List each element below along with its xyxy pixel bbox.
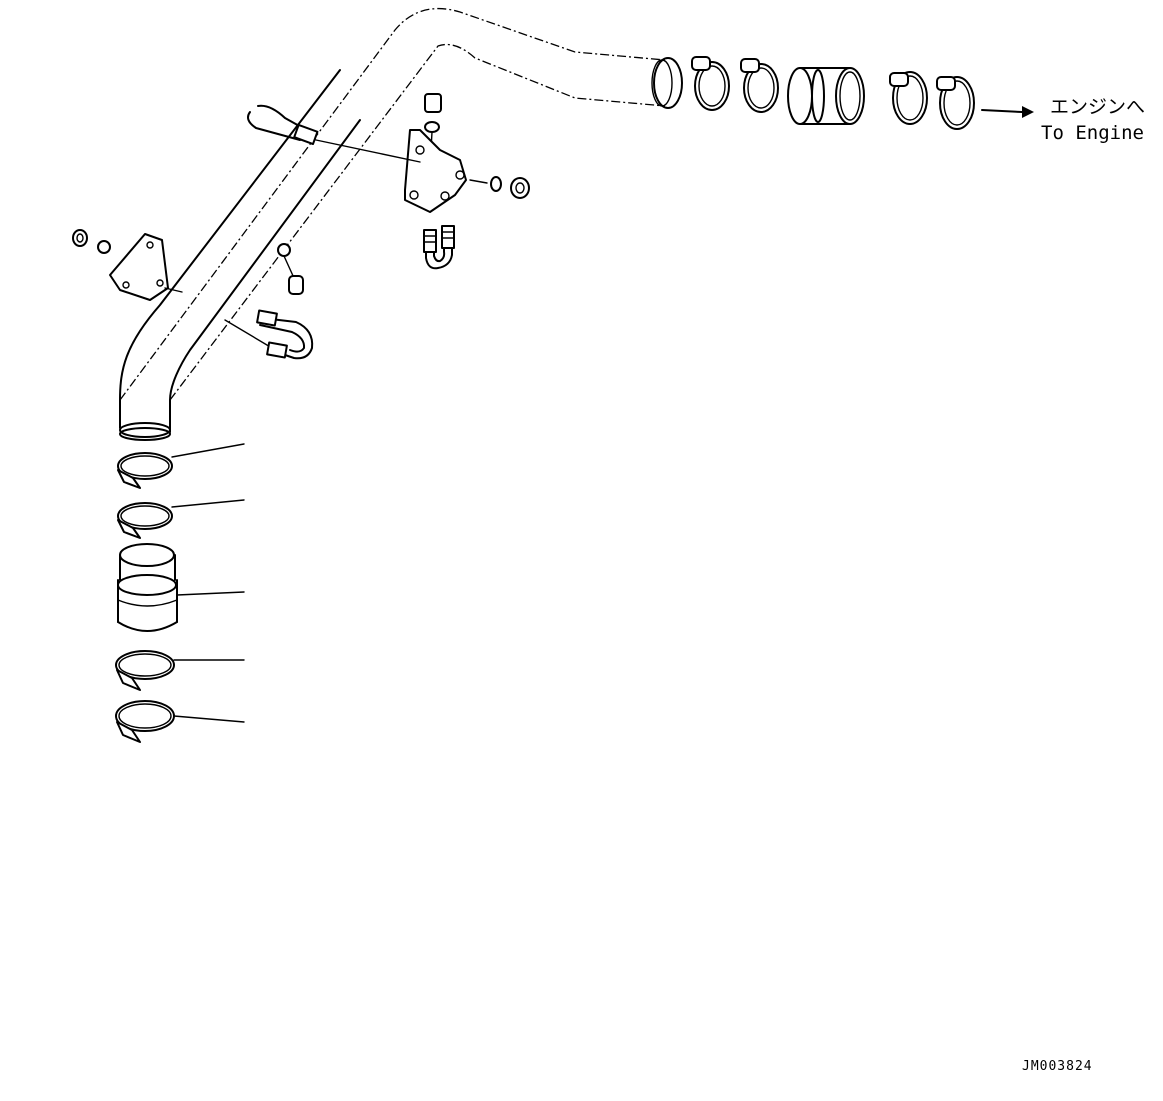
- lower-clamp-4: [115, 700, 245, 743]
- middle-u-bolt: [224, 309, 314, 360]
- center-u-bolt: [423, 225, 455, 270]
- lower-hose: [117, 543, 245, 632]
- left-bracket: [72, 229, 183, 301]
- upper-clamp-4: [936, 76, 975, 130]
- center-bracket: [404, 93, 530, 213]
- air-pipe: [119, 8, 683, 441]
- upper-clamp-2: [740, 58, 779, 113]
- destination-label-en: To Engine: [1041, 122, 1144, 144]
- lower-clamp-1: [117, 443, 245, 489]
- drawing-code: JM003824: [1022, 1059, 1093, 1074]
- upper-rod: [247, 104, 421, 163]
- upper-clamp-1: [691, 56, 730, 111]
- pipe-fitting: [277, 243, 304, 295]
- upper-hose: [787, 67, 865, 125]
- upper-clamp-3: [889, 71, 928, 125]
- to-engine-arrow-icon: [981, 106, 1034, 118]
- lower-clamp-2: [117, 499, 245, 539]
- lower-clamp-3: [115, 650, 245, 691]
- destination-label-jp: エンジンへ: [1050, 96, 1145, 118]
